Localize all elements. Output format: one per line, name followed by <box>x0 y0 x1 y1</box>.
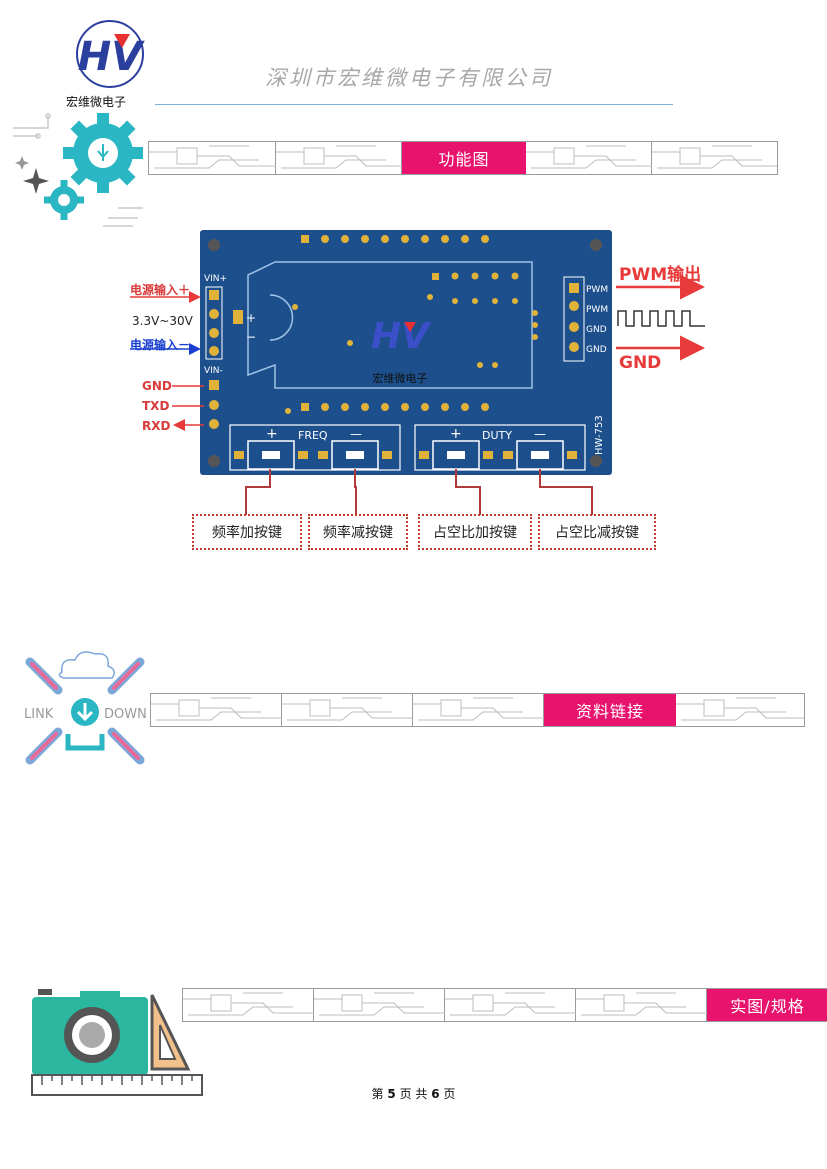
circuit-pattern <box>526 142 652 174</box>
label-duty-minus: 占空比减按键 <box>538 514 656 550</box>
circuit-pattern <box>149 142 276 174</box>
label-duty-plus: 占空比加按键 <box>418 514 532 550</box>
down-text: DOWN <box>104 707 147 722</box>
circuit-pattern <box>276 142 402 174</box>
footer-post: 页 <box>443 1087 456 1101</box>
label-rxd: RXD <box>142 419 171 433</box>
label-voltage: 3.3V~30V <box>132 314 193 328</box>
logo-caption: 宏维微电子 <box>66 95 127 109</box>
board-name: HW-753 <box>594 415 605 455</box>
vin-plus-label: VIN+ <box>204 274 227 284</box>
watermark-caption: 宏维微电子 <box>373 371 428 385</box>
duty-minus: — <box>534 427 546 441</box>
circuit-pattern <box>151 694 282 726</box>
circuit-pattern <box>576 989 707 1021</box>
footer-pre: 第 <box>371 1087 384 1101</box>
circuit-pattern <box>445 989 576 1021</box>
label-txd: TXD <box>142 399 170 413</box>
circuit-pattern <box>183 989 314 1021</box>
label-freq-minus: 频率减按键 <box>308 514 408 550</box>
footer-page-number: 5 <box>387 1087 396 1101</box>
footer-mid: 页 共 <box>399 1087 428 1101</box>
circuit-pattern <box>652 142 777 174</box>
pwm-pin-1: PWM <box>586 285 608 295</box>
section-band-specs: 实图/规格 <box>182 988 827 1022</box>
gears-icon <box>8 108 148 230</box>
svg-text:−: − <box>246 330 256 344</box>
section-band-function: 功能图 <box>148 141 778 175</box>
function-diagram: VIN+ VIN- + − PWM PWM GND GND HV 宏维微电子 +… <box>120 225 720 555</box>
circuit-pattern <box>676 694 804 726</box>
header-rule <box>155 104 673 105</box>
page-footer: 第 5 页 共 6 页 <box>0 1085 827 1102</box>
label-pwm-out: PWM输出 <box>619 265 702 285</box>
vin-minus-label: VIN- <box>204 366 223 376</box>
label-power-minus: 电源输入－ <box>130 338 191 352</box>
label-gnd-left: GND <box>142 379 172 393</box>
pwm-pin-2: PWM <box>586 305 608 315</box>
footer-total-pages: 6 <box>431 1087 440 1101</box>
company-name: 深圳市宏维微电子有限公司 <box>265 66 553 90</box>
company-logo: HV <box>70 18 150 90</box>
section-title-specs: 实图/规格 <box>707 989 827 1021</box>
label-freq-plus: 频率加按键 <box>192 514 302 550</box>
duty-plus: + <box>450 426 462 442</box>
circuit-pattern <box>314 989 445 1021</box>
freq-label: FREQ <box>298 429 328 442</box>
section-band-links: 资料链接 <box>150 693 805 727</box>
label-gnd-right: GND <box>619 353 662 373</box>
link-text: LINK <box>24 707 54 722</box>
camera-ruler-icon <box>30 985 205 1097</box>
link-download-icon: LINK DOWN <box>20 648 150 774</box>
gnd-pin-1: GND <box>586 325 607 335</box>
logo-letters: HV <box>78 34 145 80</box>
label-power-plus: 电源输入＋ <box>130 283 191 297</box>
duty-label: DUTY <box>482 429 512 442</box>
circuit-pattern <box>282 694 413 726</box>
gnd-pin-2: GND <box>586 345 607 355</box>
freq-plus: + <box>266 426 278 442</box>
freq-minus: — <box>350 427 362 441</box>
section-title-links: 资料链接 <box>544 694 676 726</box>
watermark-logo: HV <box>371 316 432 357</box>
section-title-function: 功能图 <box>402 142 526 174</box>
circuit-pattern <box>413 694 544 726</box>
svg-text:+: + <box>246 311 256 325</box>
